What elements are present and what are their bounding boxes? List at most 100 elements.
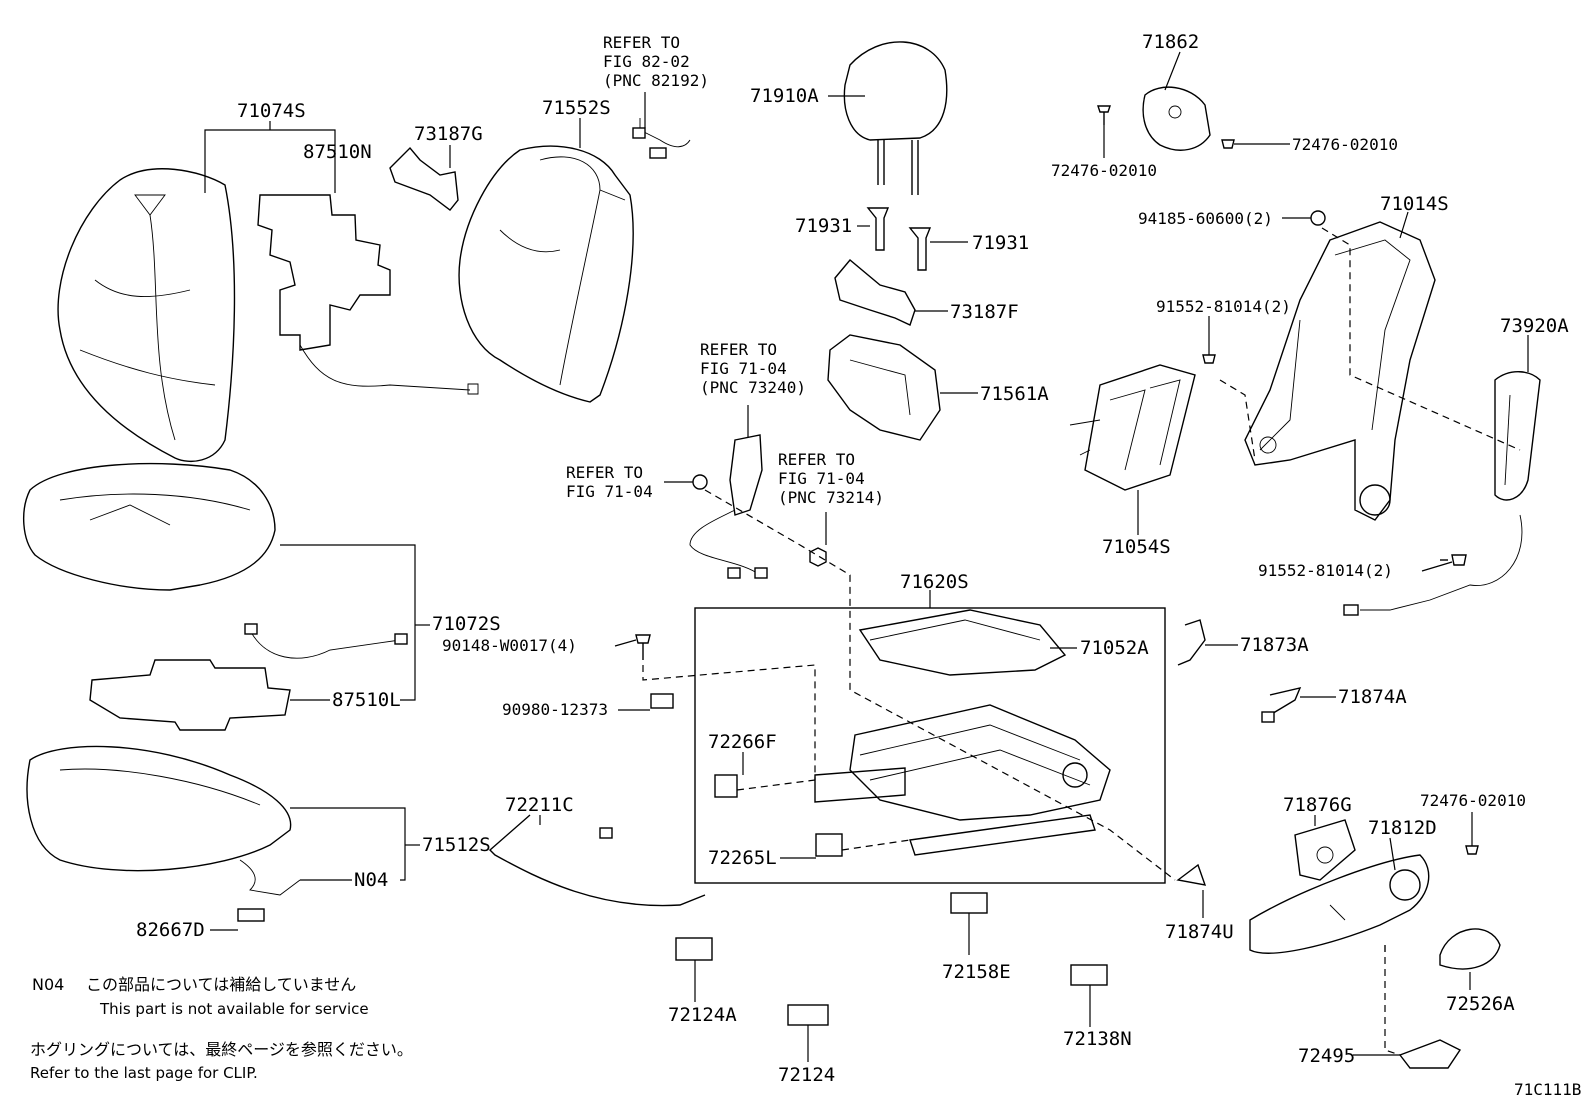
headrest-guides-drawing: [866, 207, 932, 271]
bolt-91552-upper-drawing: [1202, 354, 1216, 364]
seatback-cover-drawing: [57, 168, 236, 463]
label-71874u: 71874U: [1165, 921, 1234, 943]
label-73187g: 73187G: [414, 123, 483, 145]
label-71561a: 71561A: [980, 383, 1049, 405]
bolt-90148-drawing: [635, 634, 651, 660]
board-71561a-drawing: [827, 334, 941, 441]
bracket-71876g-drawing: [1294, 819, 1356, 881]
spring-71054s-drawing: [1069, 364, 1196, 491]
nut-ref-73214-drawing: [809, 547, 827, 567]
bracket-73187g-drawing: [389, 146, 459, 211]
seatback-pad-drawing: [458, 145, 634, 403]
wire-71052a-drawing: [858, 609, 1067, 676]
label-72138n: 72138N: [1063, 1028, 1132, 1050]
connector-90980-drawing: [650, 693, 674, 709]
label-72124a: 72124A: [668, 1004, 737, 1026]
label-71876g: 71876G: [1283, 794, 1352, 816]
label-71910a: 71910A: [750, 85, 819, 107]
label-94185: 94185-60600(2): [1138, 209, 1273, 228]
note-n04-code: N04: [32, 975, 64, 994]
leader-lines: [204, 51, 1529, 1062]
label-ref1-line2: FIG 82-02: [603, 52, 690, 71]
wire-71874a-drawing: [1261, 687, 1302, 723]
label-71874a: 71874A: [1338, 686, 1407, 708]
clip-72138n-drawing: [1070, 964, 1108, 986]
label-ref2-line3: (PNC 73240): [700, 378, 806, 397]
label-71620s: 71620S: [900, 571, 969, 593]
label-73920a: 73920A: [1500, 315, 1569, 337]
label-72495: 72495: [1298, 1045, 1355, 1067]
part-labels: 71074S 87510N 73187G REFER TO FIG 82-02 …: [136, 31, 1581, 1099]
label-ref1-line1: REFER TO: [603, 33, 680, 52]
label-91552-upper: 91552-81014(2): [1156, 297, 1291, 316]
cover-71862-drawing: [1097, 86, 1235, 151]
figure-code: 71C111B: [1514, 1080, 1581, 1099]
label-72266f: 72266F: [708, 731, 777, 753]
label-ref3-line1: REFER TO: [566, 463, 643, 482]
buckle-wire-drawing: [689, 434, 768, 579]
label-ref2-line2: FIG 71-04: [700, 359, 787, 378]
clip-72124-drawing: [787, 1004, 829, 1026]
label-72265l: 72265L: [708, 847, 777, 869]
label-ref3-line2: FIG 71-04: [566, 482, 653, 501]
note-n04-jp: この部品については補給していません: [86, 975, 356, 994]
label-72526a: 72526A: [1446, 993, 1515, 1015]
label-ref1-line3: (PNC 82192): [603, 71, 709, 90]
headrest-drawing: [843, 41, 948, 195]
label-ref2-line1: REFER TO: [700, 340, 777, 359]
bolt-91552-lower-drawing: [1440, 554, 1467, 566]
cushion-heater-drawing: [89, 623, 408, 731]
clip-72158e-drawing: [950, 892, 988, 914]
label-90148: 90148-W0017(4): [442, 636, 577, 655]
cushion-pad-drawing: [22, 462, 276, 591]
label-71014s: 71014S: [1380, 193, 1449, 215]
label-71931-left: 71931: [795, 215, 852, 237]
label-91552-lower: 91552-81014(2): [1258, 561, 1393, 580]
label-ref4-line1: REFER TO: [778, 450, 855, 469]
cushion-cover-drawing: [26, 745, 301, 896]
label-71072s: 71072S: [432, 613, 501, 635]
screw-72476-lower-drawing: [1465, 845, 1479, 855]
label-71052a: 71052A: [1080, 637, 1149, 659]
cap-71874u-drawing: [1176, 863, 1207, 886]
label-71873a: 71873A: [1240, 634, 1309, 656]
label-71812d: 71812D: [1368, 817, 1437, 839]
side-shield-drawing: [1249, 854, 1430, 954]
label-71931-right: 71931: [972, 232, 1029, 254]
label-72158e: 72158E: [942, 961, 1011, 983]
label-71512s: 71512S: [422, 834, 491, 856]
label-71074s: 71074S: [237, 100, 306, 122]
wire-71873a-drawing: [1177, 619, 1206, 666]
notes: N04 この部品については補給していません This part is not a…: [30, 975, 413, 1082]
knob-72526a-drawing: [1439, 928, 1501, 970]
part-72266f-drawing: [714, 774, 738, 798]
seatback-heater-drawing: [257, 194, 479, 395]
clip-72124a-drawing: [675, 937, 713, 961]
label-n04: N04: [354, 869, 388, 891]
label-71862: 71862: [1142, 31, 1199, 53]
label-72476-lower: 72476-02010: [1420, 791, 1526, 810]
note-n04-en: This part is not available for service: [99, 1000, 369, 1018]
label-73187f: 73187F: [950, 301, 1019, 323]
label-72124: 72124: [778, 1064, 835, 1086]
seatback-frame-drawing: [1244, 221, 1436, 521]
connector-82667d-drawing: [237, 908, 265, 922]
label-82667d: 82667D: [136, 919, 205, 941]
side-airbag-drawing: [1343, 371, 1541, 616]
cable-72211c-drawing: [488, 814, 706, 907]
nut-94185-drawing: [1310, 210, 1326, 226]
note-clip-jp: ホグリングについては、最終ページを参照ください。: [30, 1040, 413, 1059]
clip-72495-drawing: [1398, 1039, 1462, 1069]
label-90980: 90980-12373: [502, 700, 608, 719]
label-87510n: 87510N: [303, 141, 372, 163]
nut-ref-71-04-drawing: [692, 474, 708, 490]
part-72265l-drawing: [815, 833, 843, 857]
note-clip-en: Refer to the last page for CLIP.: [30, 1064, 258, 1082]
label-71552s: 71552S: [542, 97, 611, 119]
label-ref4-line2: FIG 71-04: [778, 469, 865, 488]
label-71054s: 71054S: [1102, 536, 1171, 558]
label-87510l: 87510L: [332, 689, 401, 711]
bracket-73187f-drawing: [834, 259, 916, 326]
assembly-dashed-lines: [642, 227, 1521, 1056]
